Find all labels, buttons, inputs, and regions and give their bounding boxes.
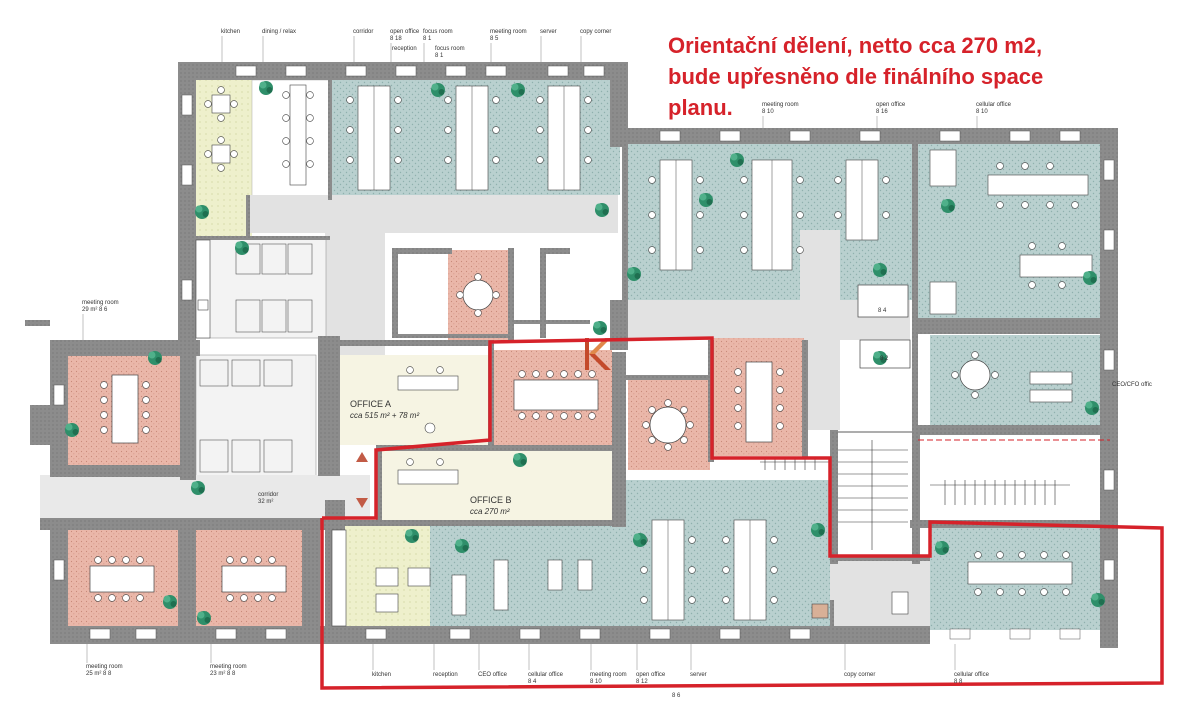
label-left-meeting: meeting room [82,300,119,306]
label-focus-room-cap: 8 1 [423,36,432,42]
label-open-office: open office [390,29,420,35]
label-bottom-meeting-1: meeting room [86,664,123,670]
label-reception: reception [392,46,417,52]
annotation-note: Orientační dělení, netto cca 270 m2, bud… [668,30,1088,123]
windows [53,65,1115,640]
kitchen-tables [204,86,238,172]
label-ceo-office: CEO office [478,672,508,678]
label-bottom-meeting-2: meeting room [210,664,247,670]
label-cellular-office: cellular office [976,102,1012,108]
annotation-line-1: Orientační dělení, netto cca 270 m2, [668,33,1043,58]
label-ceo-cfo: CEO/CFO offic [1112,382,1152,388]
label-corridor-left: corridor [258,492,278,498]
label-bottom-small-cap: 8 6 [672,693,681,699]
label-bottom-cellular: cellular office [528,672,564,678]
stairwell [831,431,915,561]
label-meeting-room-r: meeting room [762,102,799,108]
copy-corner-bottom-floor [830,560,930,630]
label-meeting-room: meeting room [490,29,527,35]
restrooms-top-floor [195,237,327,339]
label-corridor: corridor [353,29,373,35]
open-office-top-desks [346,85,592,191]
label-bottom-open-office: open office [636,672,666,678]
label-corridor-area: 32 m² [258,499,273,505]
label-bottom-reception: reception [433,672,458,678]
label-bottom-meeting-3: meeting room [590,672,627,678]
label-bottom-meeting-2-cap: 23 m² 8 8 [210,671,236,677]
restrooms-floor [195,354,317,478]
office-b-floor [380,450,612,522]
open-office-bottom-desks [640,519,778,621]
label-cellular-office-cap: 8 10 [976,109,988,115]
label-server: server [540,29,557,35]
k-logo-icon [585,338,611,370]
annotation-line-2: bude upřesněno dle finálního space [668,64,1044,89]
label-focus-room-2: focus room [435,46,465,52]
label-bottom-open-office-cap: 8 12 [636,679,648,685]
label-open-office-r-cap: 8 16 [876,109,888,115]
label-meeting-room-cap: 8 5 [490,36,499,42]
label-booth-2: 8 2 [880,356,889,362]
ceo-cfo-floor [930,335,1110,425]
cellular-office-right-desks [929,149,1093,315]
label-focus-room: focus room [423,29,453,35]
ceo-round-table [959,359,991,391]
office-b-title: OFFICE B [470,495,512,505]
open-office-bottom-floor [616,480,830,630]
label-bottom-kitchen: kitchen [372,672,391,678]
label-bottom-cellular-r: cellular office [954,672,990,678]
label-bottom-cellular-cap: 8 4 [528,679,537,685]
label-kitchen: kitchen [221,29,240,35]
office-b-area: cca 270 m² [470,507,510,516]
office-a-title: OFFICE A [350,399,391,409]
label-open-office-r: open office [876,102,906,108]
label-left-meeting-area: 29 m² 8 6 [82,307,108,313]
label-copy-corner: copy corner [580,29,611,35]
label-bottom-cellular-r-cap: 8 8 [954,679,963,685]
left-corridor-floor [40,475,370,525]
label-booth-4: 8 4 [878,308,887,314]
office-a-area: cca 515 m² + 78 m² [350,411,419,420]
dining-tables [282,84,314,186]
cellular-office-bottom-floor [520,525,616,630]
label-bottom-copy-corner: copy corner [844,672,875,678]
left-meeting-table [111,374,139,444]
label-meeting-room-r-cap: 8 10 [762,109,774,115]
label-focus-room-2-cap: 8 1 [435,53,444,59]
office-b-boundary [320,336,1164,690]
label-bottom-server: server [690,672,707,678]
open-office-right-desks [648,159,890,271]
office-a-floor [340,355,490,445]
label-open-office-cap: 8 18 [390,36,402,42]
top-corridor-floor [246,195,618,233]
label-bottom-meeting-1-cap: 25 m² 8 8 [86,671,112,677]
label-dining: dining / relax [262,29,296,35]
room-labels: kitchen dining / relax corridor open off… [82,29,1152,699]
annotation-line-3: planu. [668,95,733,120]
label-bottom-meeting-3-cap: 8 10 [590,679,602,685]
